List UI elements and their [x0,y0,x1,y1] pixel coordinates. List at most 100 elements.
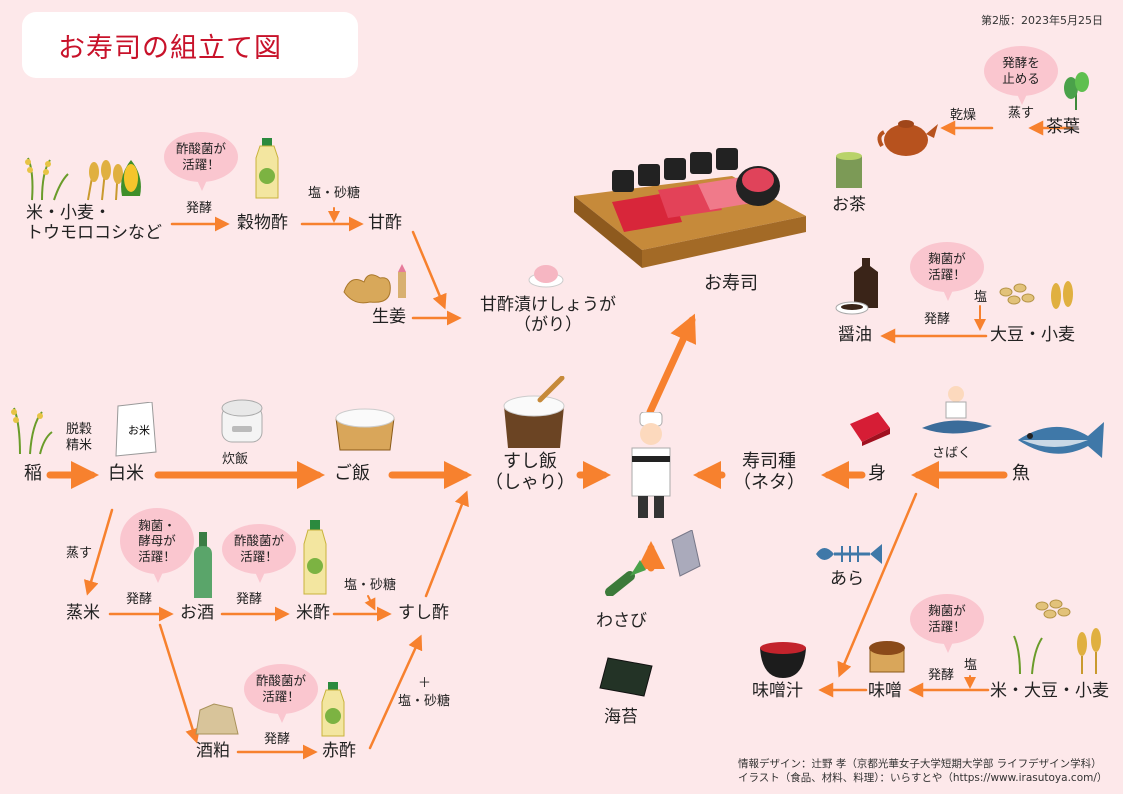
bubble-acetic-2: 酢酸菌が活躍！ [222,524,296,583]
node-nori: 海苔 [604,707,638,727]
page-title: お寿司の組立て図 [58,33,282,64]
sushi-platter-icon [574,148,806,268]
edition-date: 第2版：2023年5月25日 [981,14,1103,27]
node-shoga: 生姜 [372,307,406,327]
node-sushidane: 寿司種（ネタ） [733,451,805,493]
step-hakko-2: 発酵 [126,592,153,607]
ginger-icon [343,264,406,304]
vinegar-bottle-icon-3 [321,682,345,737]
arrow-salt-sugar-2 [364,595,376,611]
soybeans-icon [1013,599,1101,675]
bubble-koji-yeast: 麹菌・酵母が活躍！ [120,508,194,583]
node-chaba: 茶葉 [1046,117,1080,137]
node-sakekasu: 酒粕 [196,741,230,761]
arrow-amazu-gari [411,230,447,310]
rice-bag-icon: お米 [115,402,157,457]
node-shoyu: 醤油 [838,325,872,345]
arrow-sakana-misoshiru [837,492,918,678]
node-wasabi: わさび [596,611,647,631]
vinegar-bottle-icon [255,138,279,199]
fish-bone-icon [816,544,882,564]
teapot-icon [877,120,938,156]
miso-icon [869,641,905,673]
credit-design: 情報デザイン：辻野 孝（京都光華女子大学短期大学部 ライフデザイン学科） [738,758,1102,770]
title-box [22,12,358,78]
step-dakkoku: 脱穀精米 [66,422,93,453]
node-osake: お酒 [180,603,214,623]
bubble-koji-miso: 麹菌が活躍！ [910,594,984,653]
node-komesu: 米酢 [296,603,330,623]
gari-icon [528,265,564,288]
arrow-akazu-sushisu [368,634,423,750]
node-sakana: 魚 [1012,463,1030,484]
fish-icon [1018,422,1104,458]
tea-leaf-icon [1064,72,1089,110]
step-hakko-6: 発酵 [928,668,955,683]
node-gari: 甘酢漬けしょうが（がり） [480,295,616,335]
wheat-icon [87,160,123,201]
node-grains-top: 米・小麦・トウモロコシなど [26,203,162,243]
step-shio-1: 塩 [974,290,988,305]
bubble-acetic-3: 酢酸菌が活躍！ [244,664,318,723]
bubble-stop-fermentation: 発酵を止める [984,46,1058,105]
node-sushisu: すし酢 [398,603,449,623]
node-mushimai: 蒸米 [66,603,100,623]
arrow-chef-osushi [646,313,697,416]
arrow-sushisu-sushimeshi [424,490,469,598]
step-musu-1: 蒸す [66,546,93,561]
step-salt-sugar-1: 塩・砂糖 [308,186,361,201]
svg-text:お米: お米 [128,424,150,437]
step-suihan: 炊飯 [222,452,249,467]
node-akazu: 赤酢 [322,741,356,761]
miso-soup-icon [760,642,806,678]
arrow-osake-sakekasu [158,623,200,744]
node-gohan: ご飯 [334,463,370,484]
grater-icon [671,530,701,577]
sake-bottle-icon [194,532,212,598]
step-musu-2: 蒸す [1008,106,1035,121]
step-hakko-1: 発酵 [186,201,213,216]
fish-cutting-chef-icon [922,386,992,434]
node-mi: 身 [868,463,886,484]
wheat-icon-2 [1077,628,1101,674]
soybeans-icon-2 [999,281,1073,309]
step-plus: ＋ [418,676,432,691]
bubble-acetic-1: 酢酸菌が活躍！ [164,132,238,191]
step-hakko-5: 発酵 [924,312,951,327]
corn-icon [121,160,141,196]
node-misoshiru: 味噌汁 [752,681,803,701]
rice-cooker-icon [221,399,263,443]
node-amazu: 甘酢 [368,213,402,233]
step-salt-sugar-3: 塩・砂糖 [398,694,451,709]
sake-lees-icon [195,703,239,735]
tuna-block-icon [850,412,890,446]
step-salt-sugar-2: 塩・砂糖 [344,578,397,593]
sushi-chef-icon [631,412,671,518]
soy-sauce-icon [835,258,878,315]
sushi-rice-tub-icon [503,376,565,448]
tea-cup-icon [836,152,862,188]
node-hakumai: 白米 [108,463,144,484]
step-hakko-4: 発酵 [264,732,291,747]
vinegar-bottle-icon-2 [303,520,327,595]
step-kanso: 乾燥 [950,108,977,123]
node-ocha: お茶 [832,195,866,215]
node-ara: あら [830,569,864,589]
node-daizu-komugi: 大豆・小麦 [990,325,1075,345]
node-kokumotsusu: 穀物酢 [237,213,288,233]
rice-plant-icon-2 [11,407,53,455]
nori-icon [599,657,653,697]
node-grains-bottom: 米・大豆・小麦 [990,681,1109,701]
bubble-koji-shoyu: 麹菌が活躍！ [910,242,984,301]
wasabi-icon [605,530,701,596]
node-sushimeshi: すし飯（しゃり） [485,451,575,493]
node-ine: 稲 [24,463,42,484]
rice-tub-icon [335,408,395,451]
rice-plant-icon [25,157,123,201]
step-hakko-3: 発酵 [236,592,263,607]
step-shio-2: 塩 [964,658,978,673]
node-miso: 味噌 [868,681,902,701]
node-osushi: お寿司 [704,273,758,294]
step-sabaku: さばく [932,446,972,461]
